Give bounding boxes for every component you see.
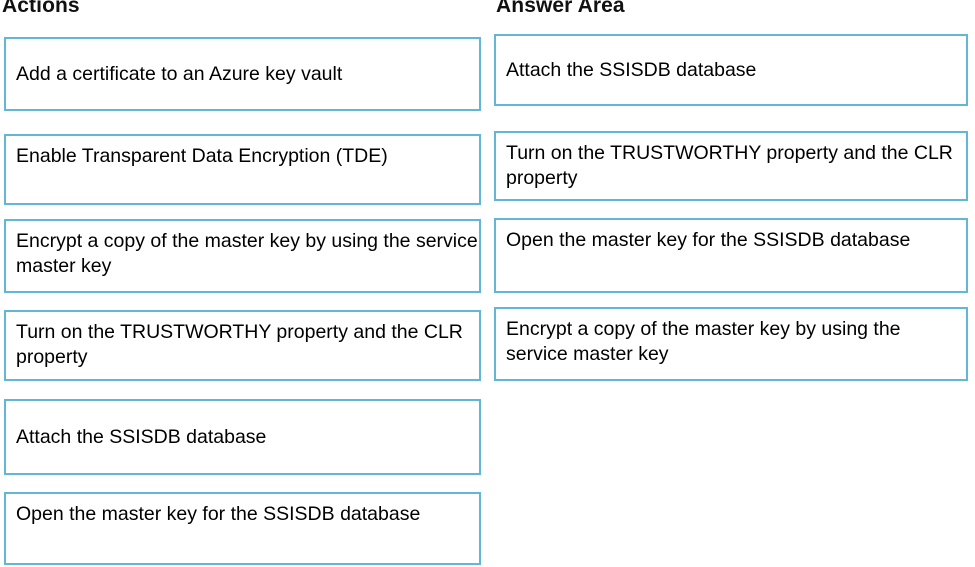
action-item[interactable]: Attach the SSISDB database xyxy=(4,399,481,475)
answer-item-label: Encrypt a copy of the master key by usin… xyxy=(506,318,901,365)
action-item[interactable]: Open the master key for the SSISDB datab… xyxy=(4,492,481,565)
answer-item-label: Turn on the TRUSTWORTHY property and the… xyxy=(506,142,953,189)
action-item[interactable]: Enable Transparent Data Encryption (TDE) xyxy=(4,134,481,205)
action-item[interactable]: Add a certificate to an Azure key vault xyxy=(4,37,481,111)
action-item-label: Encrypt a copy of the master key by usin… xyxy=(16,230,478,277)
answer-item-label: Attach the SSISDB database xyxy=(506,58,757,81)
answer-item-label: Open the master key for the SSISDB datab… xyxy=(506,229,911,251)
action-item[interactable]: Turn on the TRUSTWORTHY property and the… xyxy=(4,310,481,381)
answer-item[interactable]: Turn on the TRUSTWORTHY property and the… xyxy=(494,131,968,201)
action-item-label: Attach the SSISDB database xyxy=(16,425,267,448)
answer-item[interactable]: Attach the SSISDB database xyxy=(494,34,968,106)
answer-item[interactable]: Encrypt a copy of the master key by usin… xyxy=(494,307,968,381)
answer-area-column-heading: Answer Area xyxy=(496,0,625,17)
actions-column-heading: Actions xyxy=(2,0,80,17)
action-item-label: Open the master key for the SSISDB datab… xyxy=(16,503,421,525)
action-item-label: Enable Transparent Data Encryption (TDE) xyxy=(16,145,388,167)
action-item[interactable]: Encrypt a copy of the master key by usin… xyxy=(4,219,481,293)
action-item-label: Turn on the TRUSTWORTHY property and the… xyxy=(16,321,463,368)
action-item-label: Add a certificate to an Azure key vault xyxy=(16,62,343,85)
answer-item[interactable]: Open the master key for the SSISDB datab… xyxy=(494,218,968,293)
